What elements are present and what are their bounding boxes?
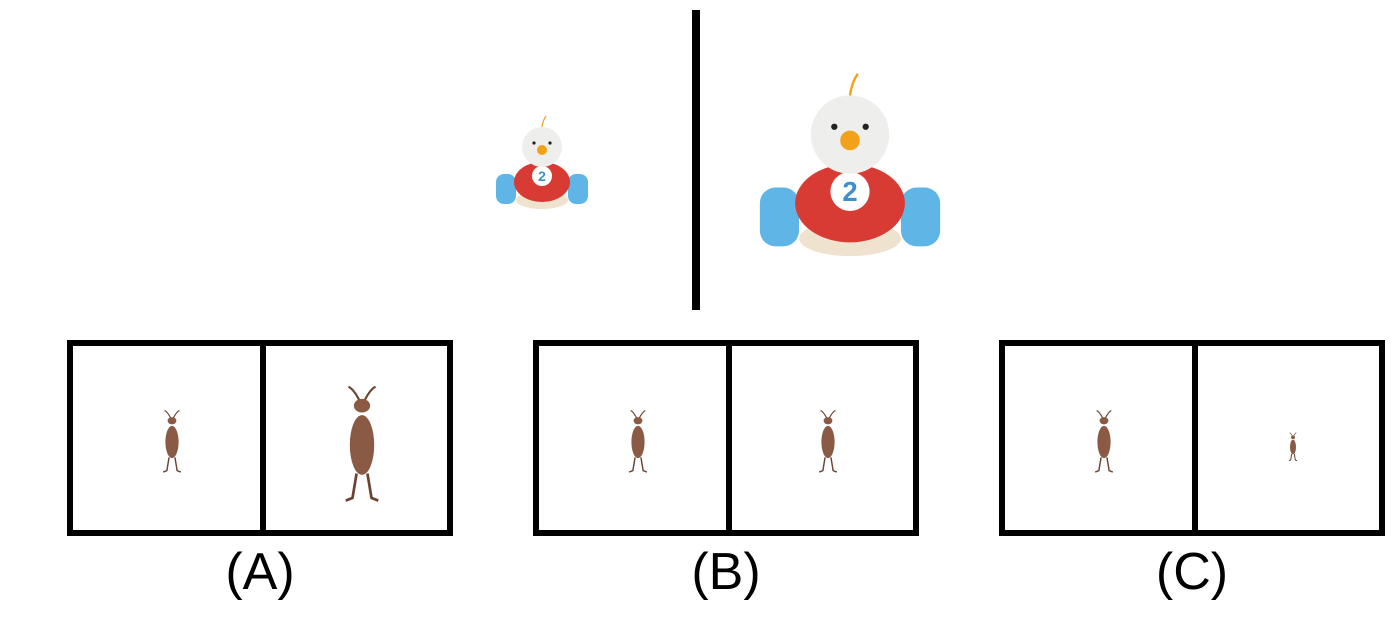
option-b-label: (B) [691,543,761,601]
car-number-large: 2 [842,176,857,207]
option-c-label: (C) [1155,543,1229,601]
toy-car-small-image: 2 [496,115,588,209]
option-b-panel [533,340,919,536]
panel-divider [726,346,732,530]
toy-car-icon: 2 [759,73,941,257]
panel-divider [1192,346,1198,530]
ant-large-icon [345,385,379,502]
option-a[interactable]: (A) [67,340,453,601]
option-c-panel [999,340,1385,536]
ant-tiny-icon [1288,432,1298,462]
panel-divider [260,346,266,530]
car-number-small: 2 [538,168,546,184]
option-c[interactable]: (C) [999,340,1385,601]
ant-small-icon [628,409,648,473]
toy-car-icon: 2 [496,115,588,209]
option-b[interactable]: (B) [533,340,919,601]
ant-small-icon [818,409,838,473]
ant-small-icon [162,409,182,473]
option-a-panel [67,340,453,536]
toy-car-large-image: 2 [759,73,941,257]
example-divider [692,10,700,310]
option-a-label: (A) [225,543,295,601]
ant-small-icon [1094,409,1114,473]
